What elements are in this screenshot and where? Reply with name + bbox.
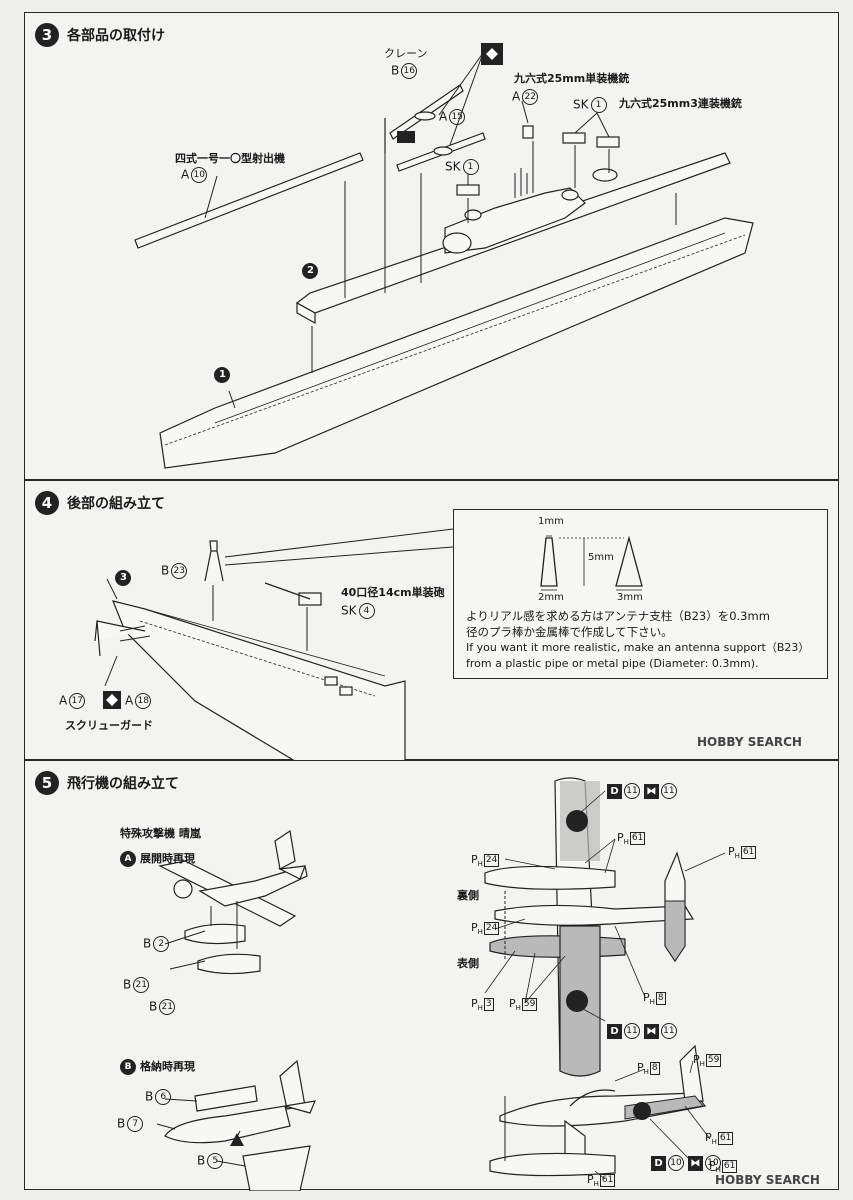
antenna-note-box: 1mm 5mm 2mm 3mm よりリアル感を求める方はアンテナ支柱（B23）を… <box>453 509 828 679</box>
step-3-title: 各部品の取付け <box>67 28 165 44</box>
gun-single-label: 九六式25mm単装機銃 <box>514 72 630 85</box>
watermark-top: HOBBY SEARCH <box>697 735 802 749</box>
callout-2: 2 <box>307 265 314 276</box>
step-3-header: 3 各部品の取付け <box>35 23 165 47</box>
screw-guard <box>94 620 146 657</box>
step-3-number: 3 <box>35 23 59 47</box>
step-5-header: 5 飛行機の組み立て <box>35 771 179 795</box>
topside-label: 表側 <box>457 957 479 970</box>
watermark-bottom: HOBBY SEARCH <box>715 1173 820 1187</box>
step-4-number: 4 <box>35 491 59 515</box>
step-5-panel: 5 飛行機の組み立て <box>24 760 839 1191</box>
aircraft-deployed <box>158 829 308 975</box>
note-en-2: from a plastic pipe or metal pipe (Diame… <box>466 657 759 670</box>
step-5-number: 5 <box>35 771 59 795</box>
aircraft-stowed <box>164 1059 316 1191</box>
callout-3-dot <box>115 570 131 586</box>
step-4-title: 後部の組み立て <box>67 496 165 512</box>
hinomaru-top <box>566 810 588 832</box>
note-en-1: If you want it more realistic, make an a… <box>466 641 810 654</box>
catapult-label: 四式一号一〇型射出機 <box>175 152 285 165</box>
step-3-panel: 3 各部品の取付け <box>24 12 839 480</box>
hinomaru-bottom <box>566 990 588 1012</box>
gun-14cm-label: 40口径14cm単装砲 <box>341 586 445 599</box>
note-jp-1: よりリアル感を求める方はアンテナ支柱（B23）を0.3mm <box>466 609 770 623</box>
dim-top: 1mm <box>538 516 564 527</box>
aircraft-side-view <box>489 1044 707 1177</box>
step-3-drawing <box>134 43 754 469</box>
callout-3: 3 <box>120 572 127 583</box>
gun-triple-label: 九六式25mm3連装機銃 <box>619 97 742 110</box>
catapult-rail <box>134 152 364 249</box>
dim-height: 5mm <box>588 552 614 563</box>
instruction-sheet: 3 各部品の取付け <box>24 12 839 1191</box>
step-5-drawing <box>156 777 726 1191</box>
hinomaru-side <box>633 1102 651 1120</box>
cement-icon <box>397 131 415 143</box>
step-4-panel: 4 後部の組み立て <box>24 480 839 761</box>
underside-label: 裏側 <box>457 889 479 902</box>
callout-1-dot <box>214 367 230 383</box>
antenna-b23 <box>204 540 224 582</box>
note-jp-2: 径のプラ棒か金属棒で作成して下さい。 <box>466 625 673 639</box>
aircraft-name: 特殊攻撃機 晴嵐 <box>120 827 201 840</box>
antenna-dimension-diagram <box>540 535 643 591</box>
crane-label: クレーン <box>384 47 428 60</box>
dim-right-bottom: 3mm <box>617 592 643 603</box>
dim-left-bottom: 2mm <box>538 592 564 603</box>
step-5-title: 飛行機の組み立て <box>67 776 179 792</box>
callout-1: 1 <box>219 369 226 380</box>
stern-part-3 <box>112 600 406 761</box>
callout-2-dot <box>302 263 318 279</box>
screw-guard-label: スクリューガード <box>65 719 153 732</box>
step-4-drawing <box>94 528 454 761</box>
step-4-header: 4 後部の組み立て <box>35 491 165 515</box>
hull-part-1 <box>159 217 754 469</box>
